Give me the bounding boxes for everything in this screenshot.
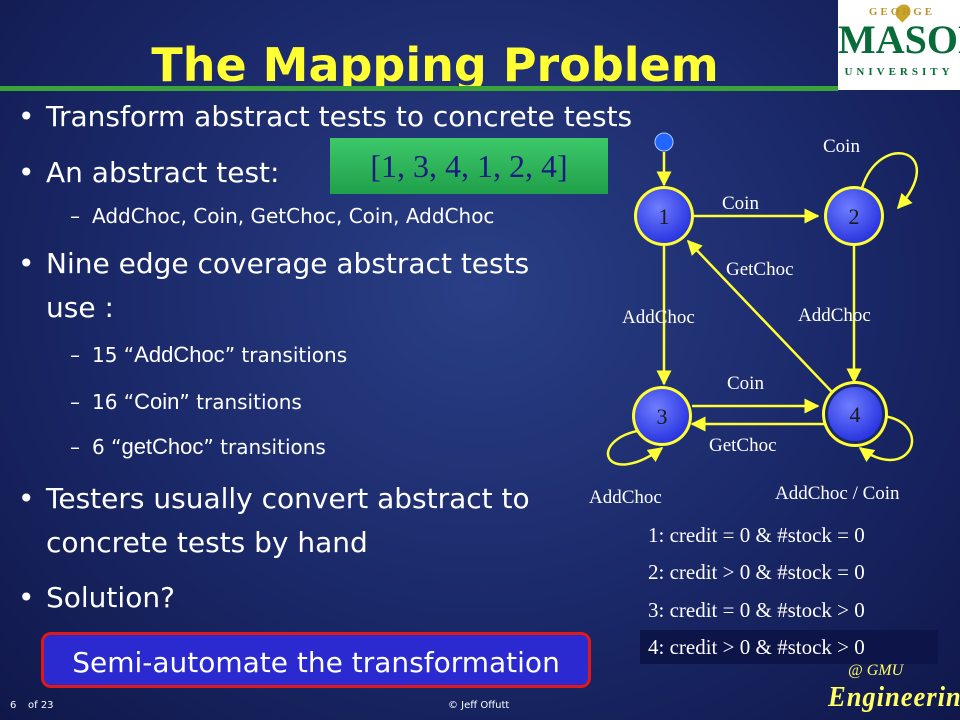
self-loop-addchoc-coin-4: [858, 414, 914, 463]
edge-label: AddChoc / Coin: [775, 483, 900, 504]
state-node-2: 2: [824, 186, 884, 246]
self-loop-addchoc-3: [606, 428, 664, 466]
edge-label: Coin: [727, 373, 764, 394]
edge-label: Coin: [722, 193, 759, 214]
edge-label: GetChoc: [726, 259, 794, 280]
edge-label: Coin: [823, 136, 860, 157]
sub-bullet-text: 15 “AddChoc” transitions: [92, 342, 347, 368]
state-label: 1: [659, 204, 670, 229]
state-condition-3: 3: credit = 0 & #stock > 0: [648, 598, 865, 622]
sub-bullet-post: ” transitions: [179, 390, 302, 414]
bullet-text: Solution?: [46, 581, 175, 614]
state-label: 3: [657, 404, 668, 429]
edge-label: AddChoc: [622, 307, 695, 328]
bullet-dot: •: [18, 482, 35, 515]
sub-bullet-pre: 16 “: [92, 390, 135, 414]
bullet-text: Testers usually convert abstract to: [46, 482, 530, 515]
sub-bullet-text: AddChoc, Coin, GetChoc, Coin, AddChoc: [92, 204, 495, 228]
state-node-3: 3: [632, 386, 692, 446]
bullet-dot: •: [18, 100, 35, 133]
page-title: The Mapping Problem: [151, 38, 719, 92]
bullet-text-cont: use :: [46, 291, 114, 324]
title-underline: [0, 86, 838, 91]
bullet-text: An abstract test:: [46, 156, 280, 189]
self-loop-coin-2: [860, 152, 919, 210]
sub-bullet-dash: –: [70, 435, 80, 459]
gmu-engineering-graphic: @ GMU Engineering: [828, 660, 960, 720]
sub-bullet-post: ” transitions: [224, 343, 348, 367]
edge-label: AddChoc: [589, 487, 662, 508]
bullet-text: Transform abstract tests to concrete tes…: [46, 100, 633, 133]
copyright: © Jeff Offutt: [448, 700, 510, 711]
logo-line-3: UNIVERSITY: [844, 66, 954, 78]
bullet-text: Nine edge coverage abstract tests: [46, 247, 530, 280]
transition-name: AddChoc: [134, 342, 225, 367]
transition-name: Coin: [134, 389, 180, 414]
state-condition-4: 4: credit > 0 & #stock > 0: [640, 630, 938, 664]
state-node-1: 1: [634, 186, 694, 246]
bullet-dot: •: [18, 247, 35, 280]
page-count: of 23: [28, 700, 54, 711]
transition-name: getChoc: [121, 434, 204, 459]
gmu-logo: GEORGE MASON UNIVERSITY: [838, 0, 960, 90]
sub-bullet-text: 6 “getChoc” transitions: [92, 434, 326, 460]
edge-label: GetChoc: [709, 435, 777, 456]
initial-state-marker: [654, 132, 674, 152]
corner-text-1: @ GMU: [848, 662, 904, 679]
sub-bullet-pre: 15 “: [92, 343, 135, 367]
state-condition-1: 1: credit = 0 & #stock = 0: [648, 523, 865, 547]
sub-bullet-text: 16 “Coin” transitions: [92, 389, 302, 415]
sub-bullet-dash: –: [70, 390, 80, 414]
edge-getchoc-4-1: [686, 239, 833, 393]
bullet-dot: •: [18, 581, 35, 614]
edge-label: AddChoc: [798, 305, 871, 326]
bullet-dot: •: [18, 156, 35, 189]
sub-bullet-dash: –: [70, 204, 80, 228]
sub-bullet-post: ” transitions: [203, 435, 326, 459]
abstract-test-box: [1, 3, 4, 1, 2, 4]: [330, 138, 608, 194]
solution-box: Semi-automate the transformation: [41, 632, 591, 688]
logo-line-2: MASON: [838, 17, 960, 62]
corner-text-2: Engineering: [828, 682, 960, 713]
sub-bullet-dash: –: [70, 343, 80, 367]
logo-line-1: GEORGE: [868, 6, 936, 18]
state-node-4: 4: [822, 381, 888, 447]
page-number: 6: [10, 700, 17, 711]
bullet-text-cont: concrete tests by hand: [46, 526, 368, 559]
sub-bullet-pre: 6 “: [92, 435, 122, 459]
state-label: 2: [849, 204, 860, 229]
state-condition-2: 2: credit > 0 & #stock = 0: [648, 560, 865, 584]
state-label: 4: [850, 402, 861, 427]
